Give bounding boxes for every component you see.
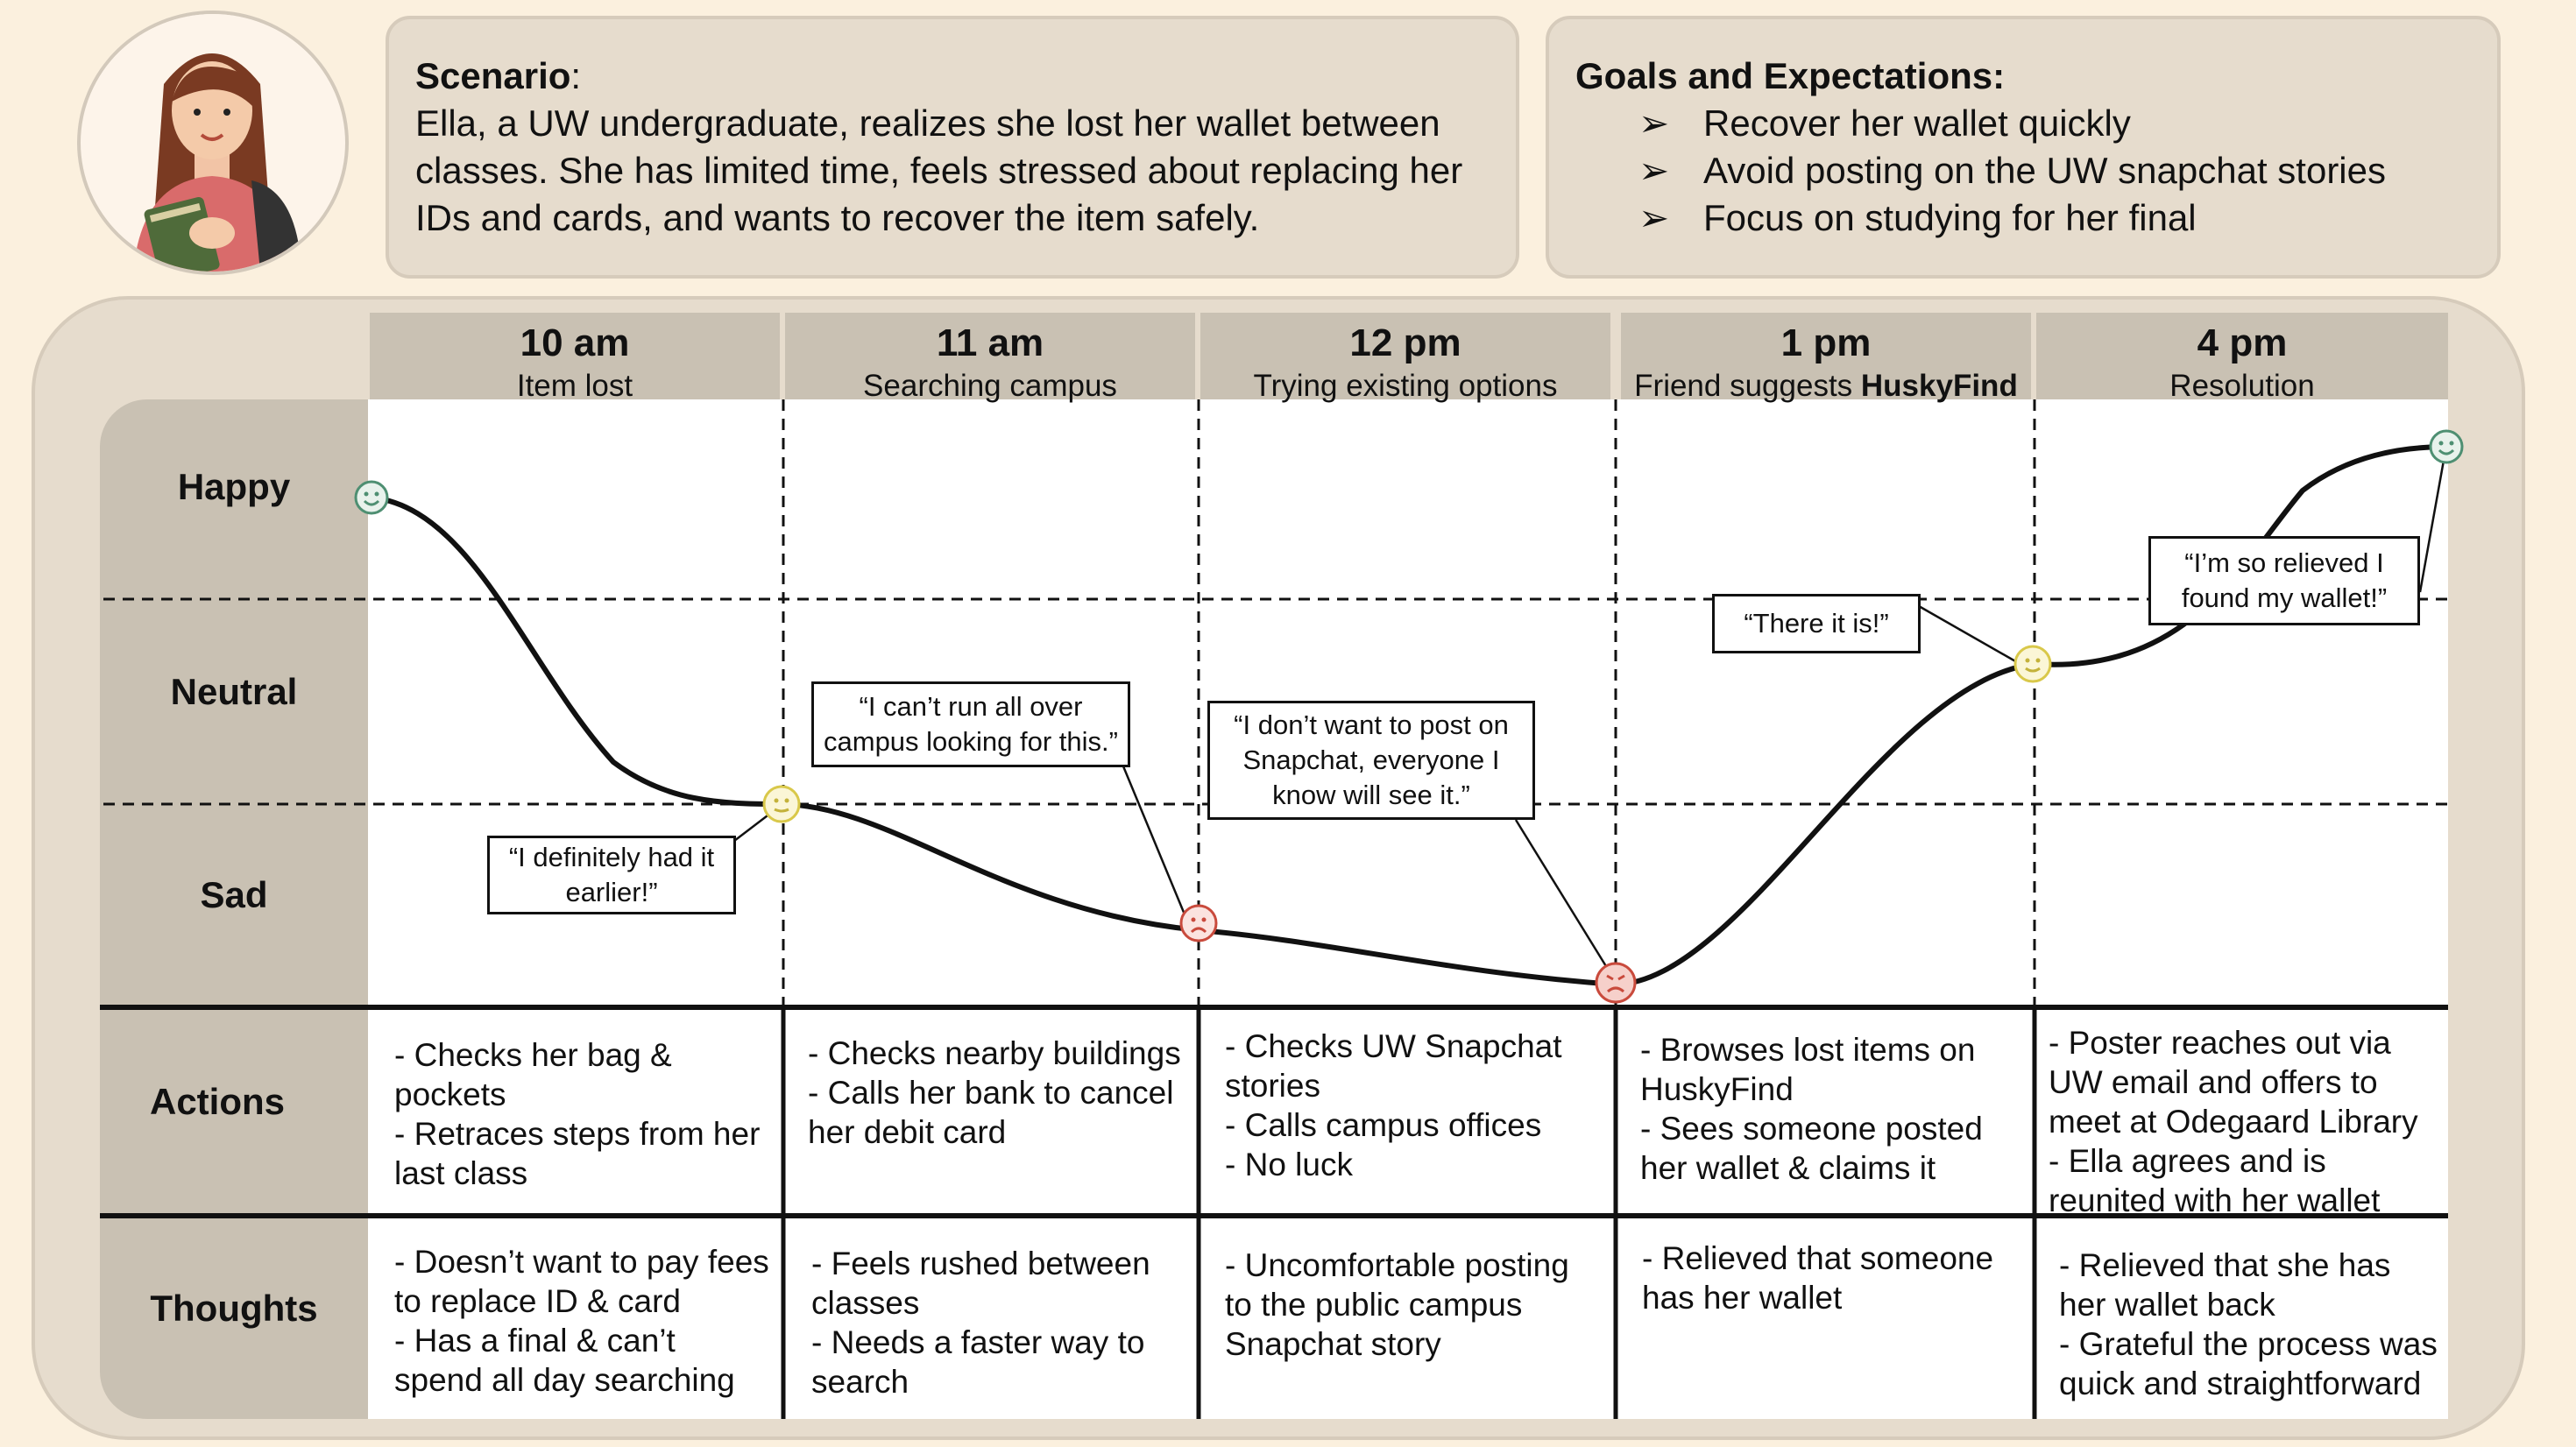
neutral-icon xyxy=(764,787,799,822)
frown-icon xyxy=(1181,906,1216,941)
thoughts-cell-4pm: - Relieved that she has her wallet back … xyxy=(2059,1246,2445,1403)
actions-cell-12pm: - Checks UW Snapchat stories - Calls cam… xyxy=(1225,1027,1602,1184)
list-item: - Ella agrees and is reunited with her w… xyxy=(2049,1141,2445,1220)
thoughts-cell-10am: - Doesn’t want to pay fees to replace ID… xyxy=(394,1242,771,1400)
actions-cell-1pm: - Browses lost items on HuskyFind - Sees… xyxy=(1640,1030,2017,1188)
list-item: - Doesn’t want to pay fees to replace ID… xyxy=(394,1242,771,1321)
callout-leader xyxy=(1919,606,2017,662)
thoughts-cell-11am: - Feels rushed between classes - Needs a… xyxy=(811,1244,1179,1401)
quote-callout: “There it is!” xyxy=(1712,594,1921,653)
list-item: - Relieved that she has her wallet back xyxy=(2059,1246,2445,1324)
callout-leader xyxy=(734,813,771,841)
list-item: - Checks her bag & pockets xyxy=(394,1035,771,1114)
thoughts-cell-12pm: - Uncomfortable posting to the public ca… xyxy=(1225,1246,1602,1364)
list-item: - Calls her bank to cancel her debit car… xyxy=(808,1073,1185,1152)
list-item: - Poster reaches out via UW email and of… xyxy=(2049,1023,2445,1141)
actions-cell-10am: - Checks her bag & pockets - Retraces st… xyxy=(394,1035,771,1193)
smile-icon xyxy=(2431,431,2462,462)
list-item: - Browses lost items on HuskyFind xyxy=(1640,1030,2017,1109)
list-item: - Relieved that someone has her wallet xyxy=(1642,1239,2019,1317)
quote-callout: “I’m so relieved I found my wallet!” xyxy=(2148,536,2420,625)
upset-icon xyxy=(1596,963,1635,1002)
list-item: - Feels rushed between classes xyxy=(811,1244,1179,1323)
actions-cell-11am: - Checks nearby buildings - Calls her ba… xyxy=(808,1034,1185,1152)
list-item: - Retraces steps from her last class xyxy=(394,1114,771,1193)
list-item: - Checks UW Snapchat stories xyxy=(1225,1027,1602,1105)
quote-callout: “I definitely had it earlier!” xyxy=(487,836,736,914)
thoughts-cell-1pm: - Relieved that someone has her wallet xyxy=(1642,1239,2019,1317)
quote-callout: “I don’t want to post on Snapchat, every… xyxy=(1207,701,1535,820)
list-item: - Checks nearby buildings xyxy=(808,1034,1185,1073)
list-item: - Has a final & can’t spend all day sear… xyxy=(394,1321,771,1400)
list-item: - No luck xyxy=(1225,1145,1602,1184)
callout-leader xyxy=(2420,455,2445,592)
list-item: - Grateful the process was quick and str… xyxy=(2059,1324,2445,1403)
smile-icon xyxy=(356,482,387,513)
list-item: - Uncomfortable posting to the public ca… xyxy=(1225,1246,1602,1364)
quote-callout: “I can’t run all over campus looking for… xyxy=(811,681,1130,767)
list-item: - Sees someone posted her wallet & claim… xyxy=(1640,1109,2017,1188)
list-item: - Needs a faster way to search xyxy=(811,1323,1179,1401)
actions-cell-4pm: - Poster reaches out via UW email and of… xyxy=(2049,1023,2445,1220)
list-item: - Calls campus offices xyxy=(1225,1105,1602,1145)
callout-leader xyxy=(1122,762,1185,914)
callout-leader xyxy=(1516,820,1609,971)
neutral-icon xyxy=(2015,646,2050,681)
